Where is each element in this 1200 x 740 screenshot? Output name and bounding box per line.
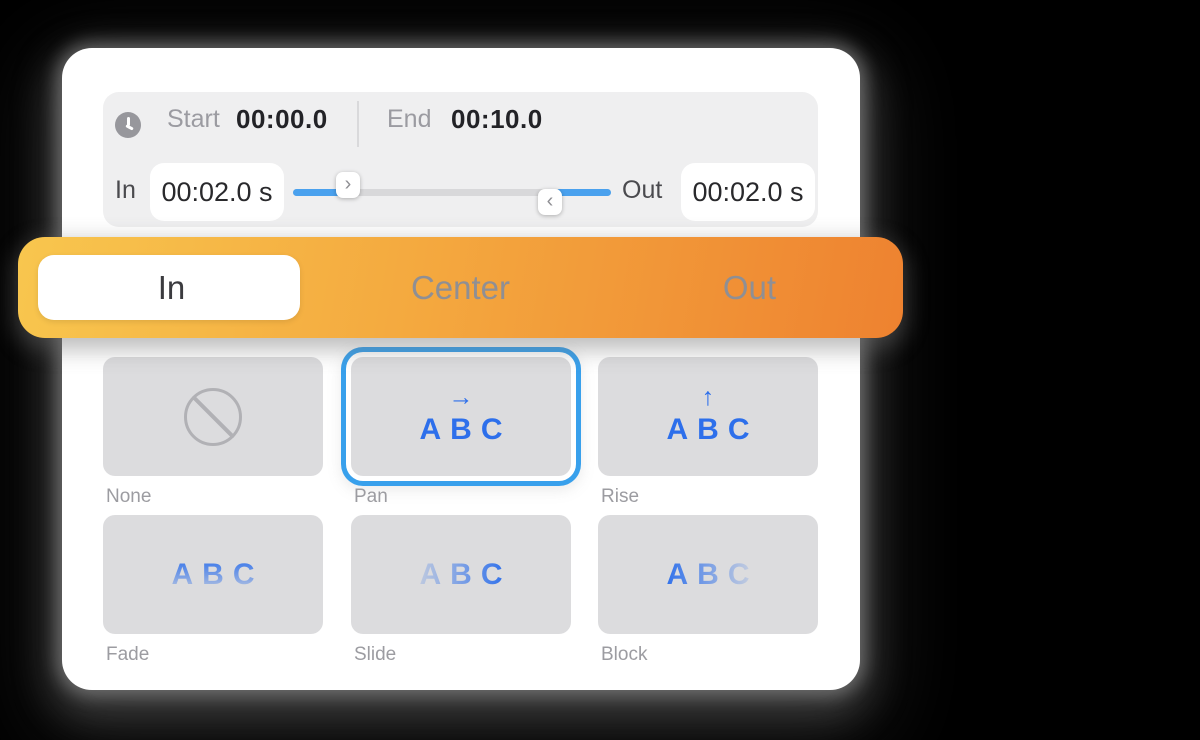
start-label: Start [167,105,220,133]
animation-tile-slide[interactable]: ABC [351,515,571,634]
tile-label-slide: Slide [354,644,397,665]
divider [357,101,359,147]
tile-label-none: None [106,486,152,507]
slide-preview-text: ABC [411,557,512,593]
trim-in-label: In [115,176,136,204]
trim-slider-track[interactable] [293,189,611,196]
selected-segment-pill [38,255,300,320]
end-label: End [387,105,432,133]
trim-out-handle[interactable]: ‹ [538,189,562,215]
trim-in-value-field[interactable]: 00:02.0 s [150,163,284,221]
animation-tile-rise[interactable]: ↑ ABC [598,357,818,476]
arrow-right-icon: → [448,383,474,411]
trim-out-label: Out [622,176,663,204]
rise-preview-text: ABC [666,413,759,446]
tile-label-fade: Fade [106,644,150,665]
end-value: 00:10.0 [451,104,543,134]
highlight-ring: In Center Out [18,237,903,338]
text-animation-panel: Start 00:00.0 End 00:10.0 In 00:02.0 s ›… [62,48,860,690]
no-animation-icon [184,387,242,446]
arrow-up-icon: ↑ [701,383,715,411]
tile-label-pan: Pan [354,486,388,507]
trim-slider-fill-in [293,189,346,196]
animation-tile-fade[interactable]: ABC [103,515,323,634]
animation-tile-pan[interactable]: → ABC [351,357,571,476]
tile-label-block: Block [601,644,648,665]
start-value: 00:00.0 [236,104,328,134]
trim-out-value-field[interactable]: 00:02.0 s [681,163,815,221]
pan-preview-text: ABC [419,413,512,446]
block-preview-text: ABC [658,557,759,593]
position-segmented-control: In Center Out [27,246,894,329]
tab-out[interactable]: Out [722,268,777,306]
tab-center[interactable]: Center [410,268,511,306]
tile-label-rise: Rise [601,486,640,507]
clock-icon [115,112,141,138]
animation-tile-none[interactable] [103,357,323,476]
fade-preview-text: ABC [163,557,264,593]
trim-slider-fill-out [556,189,611,196]
timing-panel: Start 00:00.0 End 00:10.0 In 00:02.0 s ›… [103,92,818,227]
tab-in[interactable]: In [157,268,186,306]
animation-tile-block[interactable]: ABC [598,515,818,634]
trim-in-handle[interactable]: › [336,172,360,198]
